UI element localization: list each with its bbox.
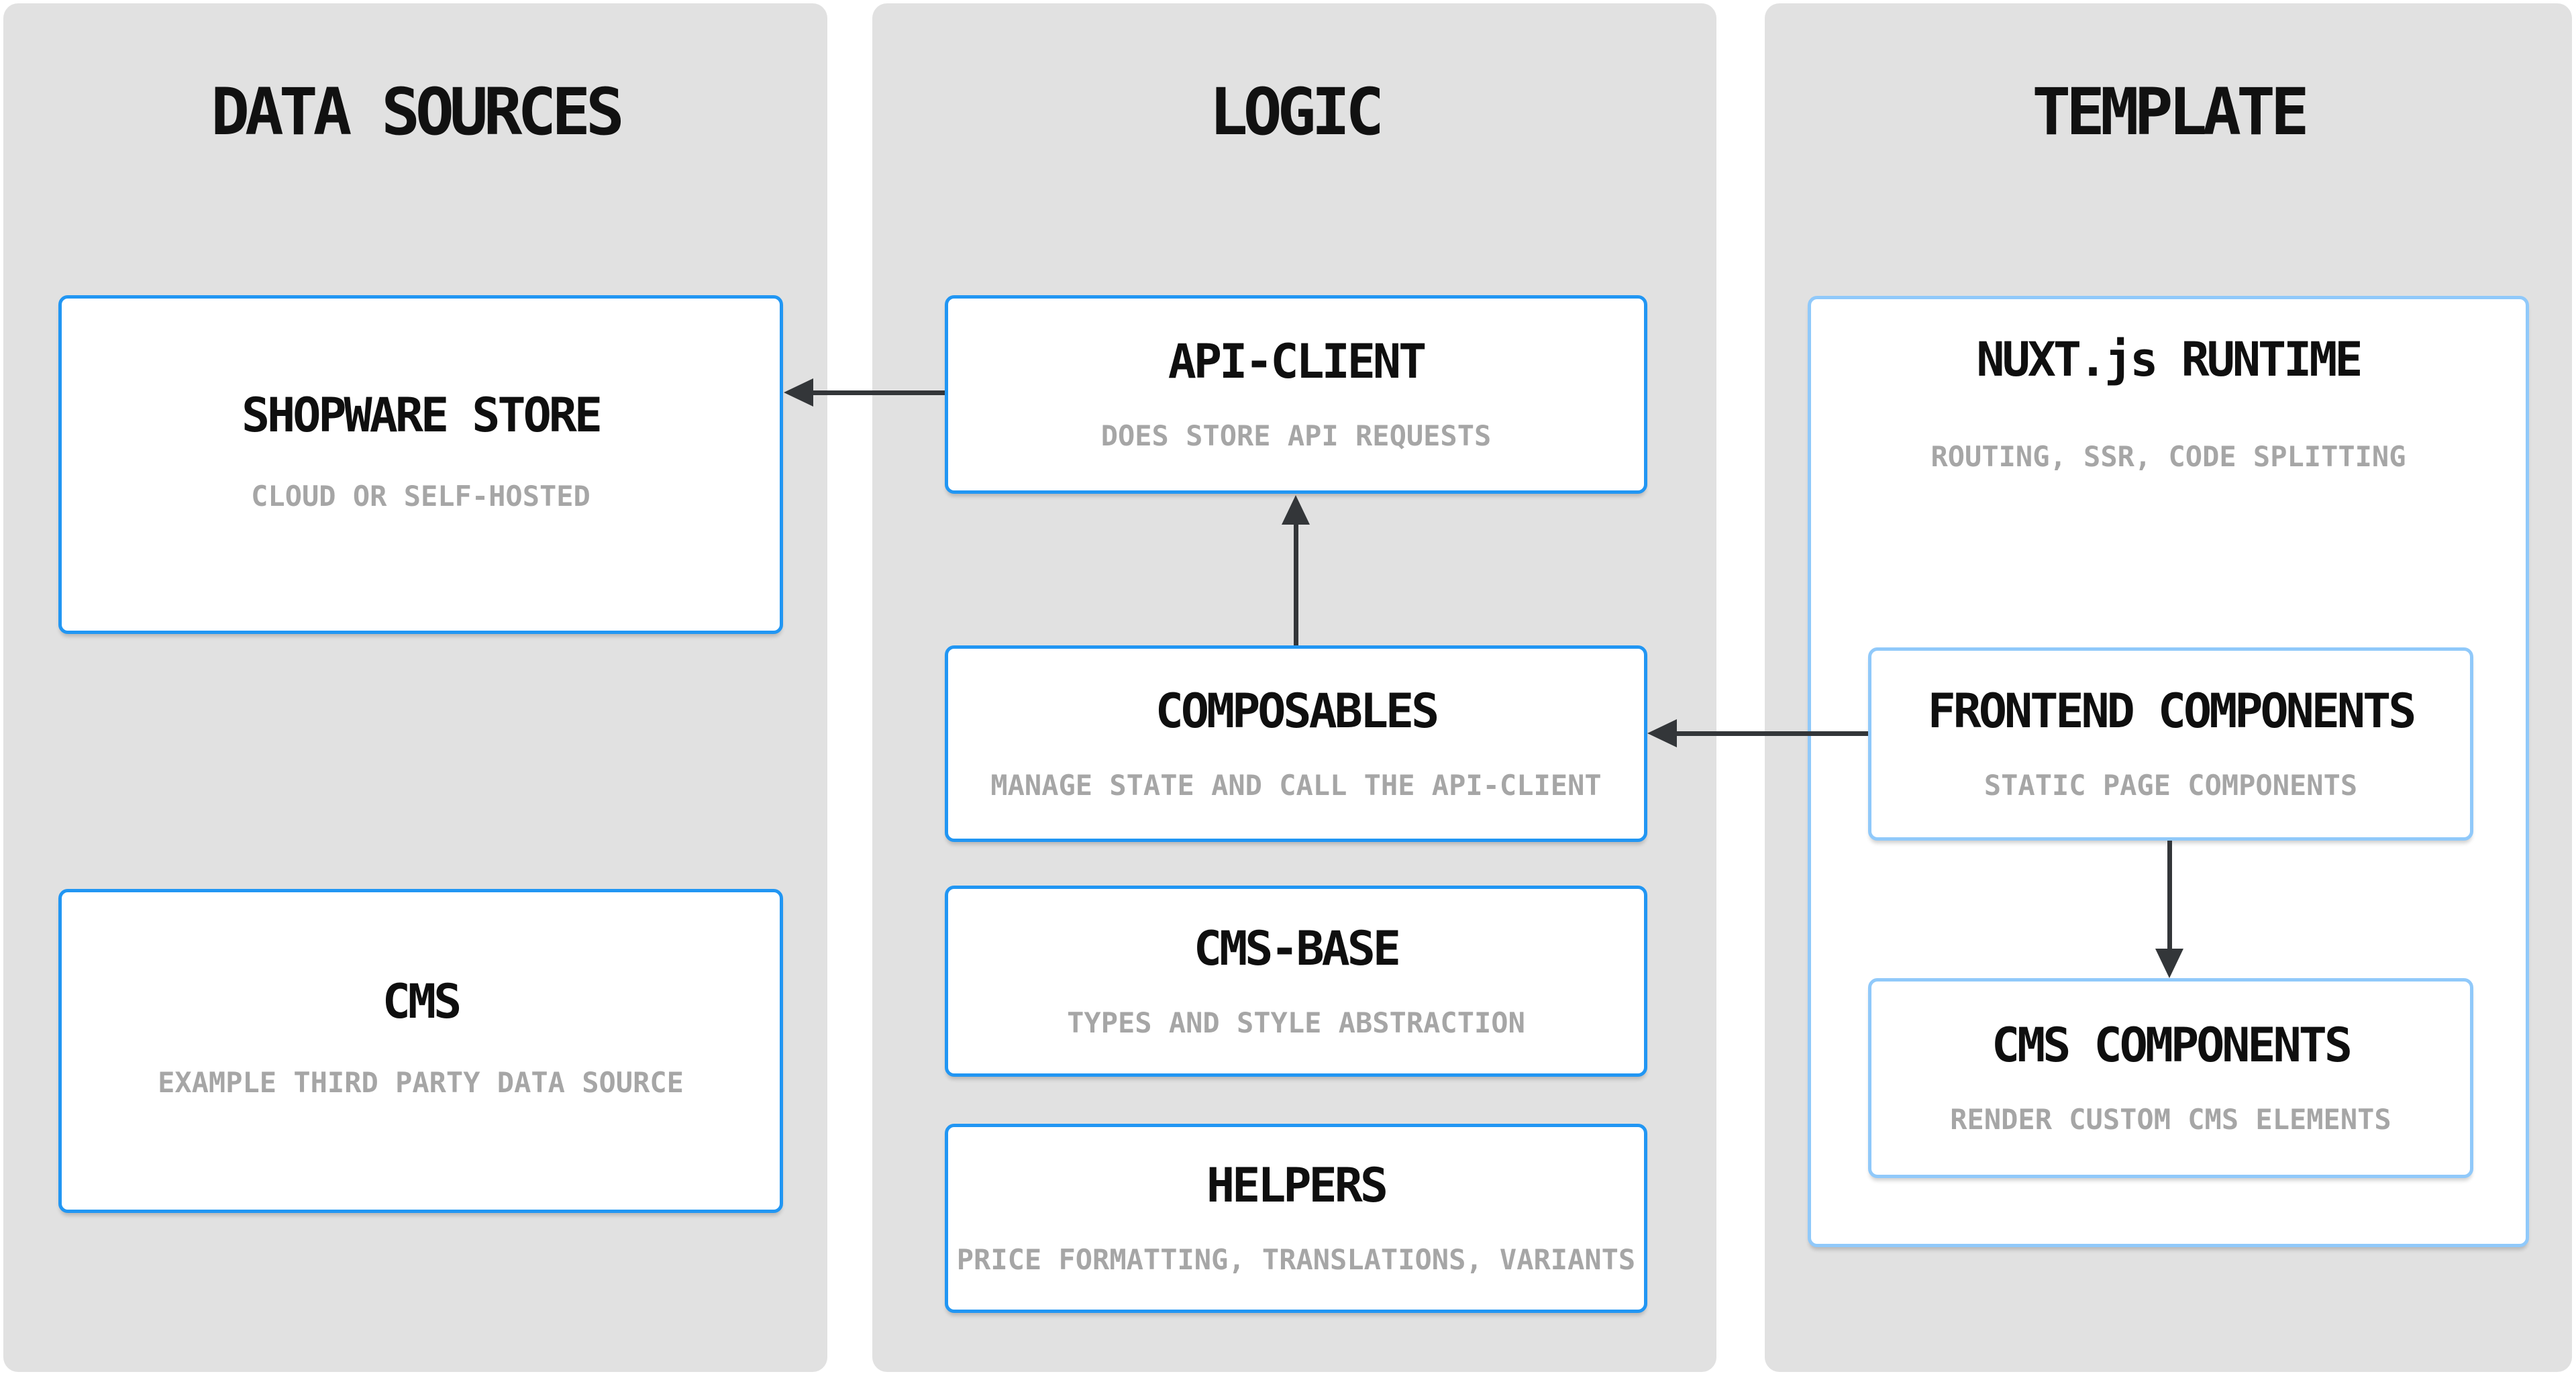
node-frontend-components-subtitle: STATIC PAGE COMPONENTS: [1983, 769, 2358, 802]
node-shopware-store: SHOPWARE STORE CLOUD OR SELF-HOSTED: [58, 295, 783, 634]
arrow-api-client-to-shopware-store-line: [813, 390, 945, 395]
node-helpers: HELPERS PRICE FORMATTING, TRANSLATIONS, …: [945, 1124, 1647, 1313]
node-nuxt-runtime-subtitle: ROUTING, SSR, CODE SPLITTING: [1930, 440, 2406, 473]
arrow-frontend-components-to-cms-components-head-icon: [2155, 949, 2183, 978]
node-composables-subtitle: MANAGE STATE AND CALL THE API-CLIENT: [990, 768, 1602, 802]
node-cms-components-subtitle: RENDER CUSTOM CMS ELEMENTS: [1950, 1103, 2391, 1136]
node-cms-base-title: CMS-BASE: [1193, 920, 1401, 976]
column-logic-title: LOGIC: [1209, 74, 1384, 150]
node-cms-title: CMS: [382, 973, 462, 1029]
arrow-composables-to-api-client-head-icon: [1282, 495, 1310, 525]
node-cms-subtitle: EXAMPLE THIRD PARTY DATA SOURCE: [158, 1065, 684, 1099]
node-api-client: API-CLIENT DOES STORE API REQUESTS: [945, 295, 1647, 494]
node-frontend-components-title: FRONTEND COMPONENTS: [1927, 684, 2417, 739]
node-helpers-subtitle: PRICE FORMATTING, TRANSLATIONS, VARIANTS: [956, 1243, 1636, 1277]
node-nuxt-runtime-title: NUXT.js RUNTIME: [1976, 332, 2363, 387]
node-composables: COMPOSABLES MANAGE STATE AND CALL THE AP…: [945, 645, 1647, 842]
node-shopware-store-subtitle: CLOUD OR SELF-HOSTED: [251, 479, 590, 513]
node-cms-components-title: CMS COMPONENTS: [1991, 1018, 2353, 1073]
arrow-frontend-components-to-composables-head-icon: [1647, 719, 1677, 747]
node-composables-title: COMPOSABLES: [1155, 683, 1440, 739]
node-api-client-subtitle: DOES STORE API REQUESTS: [1100, 419, 1492, 453]
arrow-frontend-components-to-cms-components-line: [2167, 841, 2172, 950]
node-cms-base: CMS-BASE TYPES AND STYLE ABSTRACTION: [945, 886, 1647, 1077]
node-cms-base-subtitle: TYPES AND STYLE ABSTRACTION: [1067, 1006, 1525, 1039]
arrow-frontend-components-to-composables-line: [1676, 731, 1868, 736]
node-api-client-title: API-CLIENT: [1168, 334, 1427, 390]
node-cms-components: CMS COMPONENTS RENDER CUSTOM CMS ELEMENT…: [1868, 978, 2473, 1178]
node-frontend-components: FRONTEND COMPONENTS STATIC PAGE COMPONEN…: [1868, 647, 2473, 841]
node-cms: CMS EXAMPLE THIRD PARTY DATA SOURCE: [58, 889, 783, 1213]
node-helpers-title: HELPERS: [1206, 1158, 1388, 1214]
arrow-composables-to-api-client-line: [1294, 525, 1298, 645]
arrow-api-client-to-shopware-store-head-icon: [784, 378, 813, 407]
column-template-title: TEMPLATE: [2032, 74, 2309, 150]
node-shopware-store-title: SHOPWARE STORE: [241, 387, 603, 443]
column-data-sources-title: DATA SOURCES: [211, 74, 625, 150]
